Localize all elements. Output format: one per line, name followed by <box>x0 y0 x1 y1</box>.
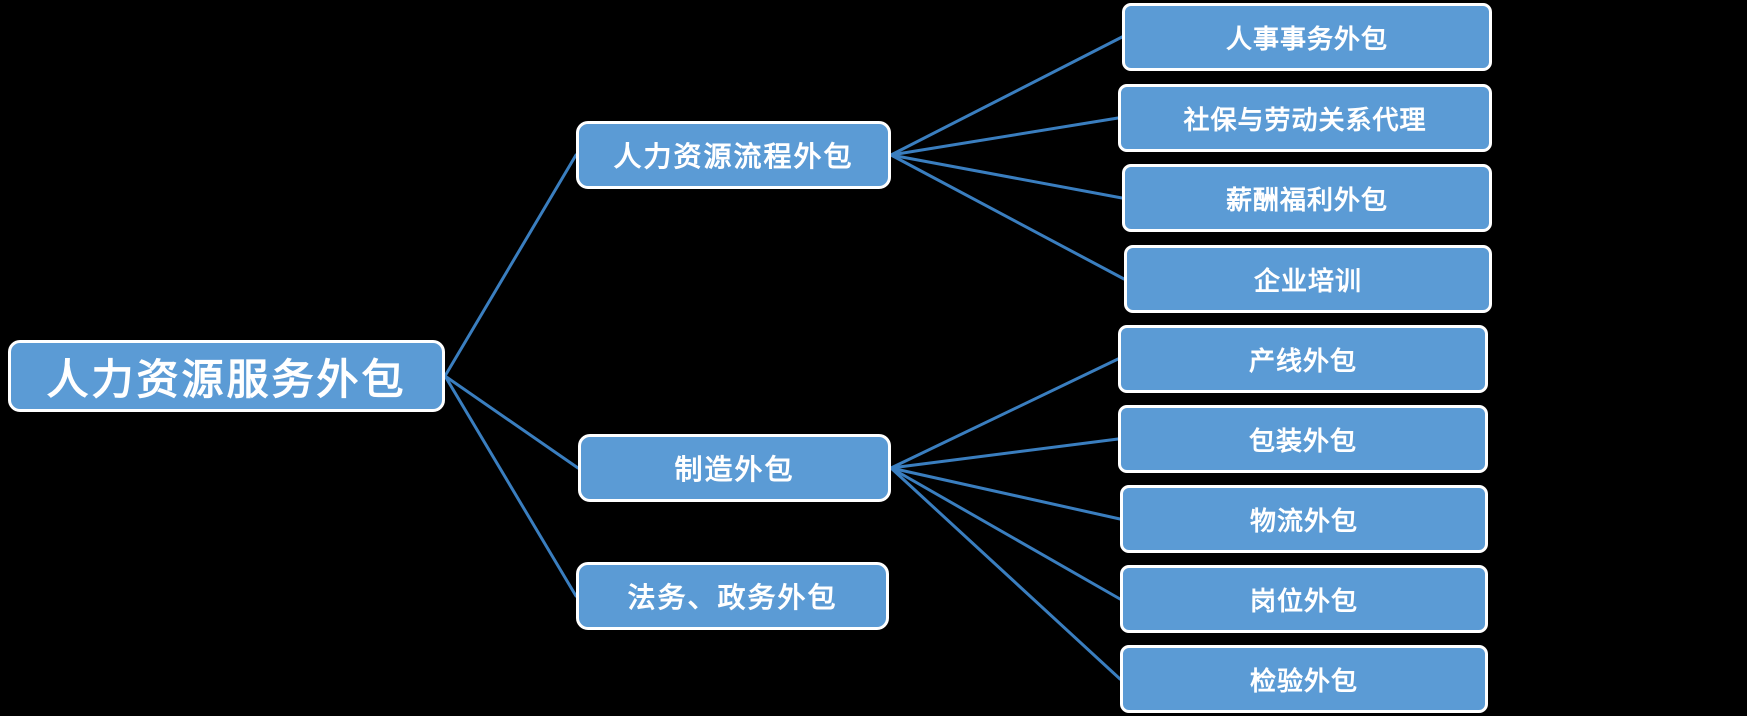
link-branch-1-leaf-5 <box>889 437 1120 470</box>
leaf-node-1[interactable]: 社保与劳动关系代理 <box>1118 84 1492 152</box>
link-branch-1-leaf-8 <box>889 466 1122 681</box>
link-root-branch-1 <box>443 374 580 470</box>
link-branch-1-leaf-4 <box>889 357 1120 470</box>
leaf-node-4[interactable]: 产线外包 <box>1118 325 1488 393</box>
leaf-node-0[interactable]: 人事事务外包 <box>1122 3 1492 71</box>
leaf-node-5[interactable]: 包装外包 <box>1118 405 1488 473</box>
leaf-node-6[interactable]: 物流外包 <box>1120 485 1488 553</box>
link-branch-0-leaf-2 <box>889 153 1124 200</box>
root-node[interactable]: 人力资源服务外包 <box>8 340 445 412</box>
link-branch-0-leaf-0 <box>889 35 1124 157</box>
branch-node-0[interactable]: 人力资源流程外包 <box>576 121 891 189</box>
leaf-node-8[interactable]: 检验外包 <box>1120 645 1488 713</box>
link-branch-0-leaf-1 <box>889 116 1120 157</box>
leaf-node-3[interactable]: 企业培训 <box>1124 245 1492 313</box>
link-branch-1-leaf-7 <box>889 466 1122 601</box>
link-branch-0-leaf-3 <box>889 153 1126 281</box>
link-branch-1-leaf-6 <box>889 466 1122 521</box>
link-root-branch-0 <box>443 153 578 378</box>
branch-node-2[interactable]: 法务、政务外包 <box>576 562 889 630</box>
leaf-node-2[interactable]: 薪酬福利外包 <box>1122 164 1492 232</box>
leaf-node-7[interactable]: 岗位外包 <box>1120 565 1488 633</box>
link-root-branch-2 <box>443 374 578 598</box>
branch-node-1[interactable]: 制造外包 <box>578 434 891 502</box>
